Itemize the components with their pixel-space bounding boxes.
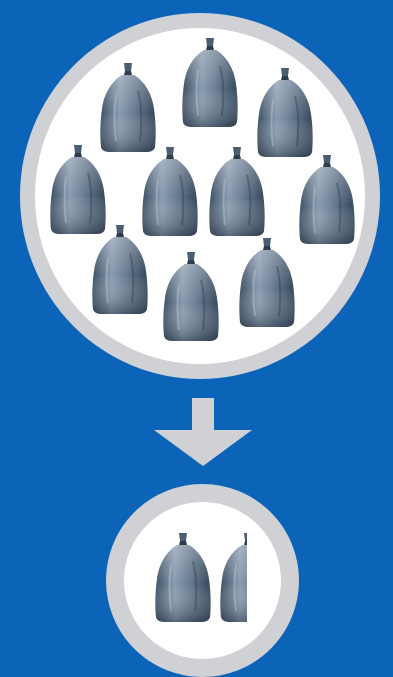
before-trash-bag-icon: [50, 145, 105, 234]
before-trash-bag-icon: [100, 63, 155, 152]
before-trash-bag-icon: [257, 68, 312, 157]
before-trash-bag-icon: [299, 155, 354, 244]
before-trash-bag-icon: [182, 38, 237, 127]
after-trash-bag-icon: [220, 533, 275, 622]
before-trash-bag-icon: [142, 147, 197, 236]
after-trash-bag-icon: [155, 533, 210, 622]
before-trash-bag-icon: [239, 238, 294, 327]
before-trash-bag-icon: [209, 147, 264, 236]
before-trash-bag-icon: [92, 225, 147, 314]
before-trash-bag-icon: [163, 252, 218, 341]
